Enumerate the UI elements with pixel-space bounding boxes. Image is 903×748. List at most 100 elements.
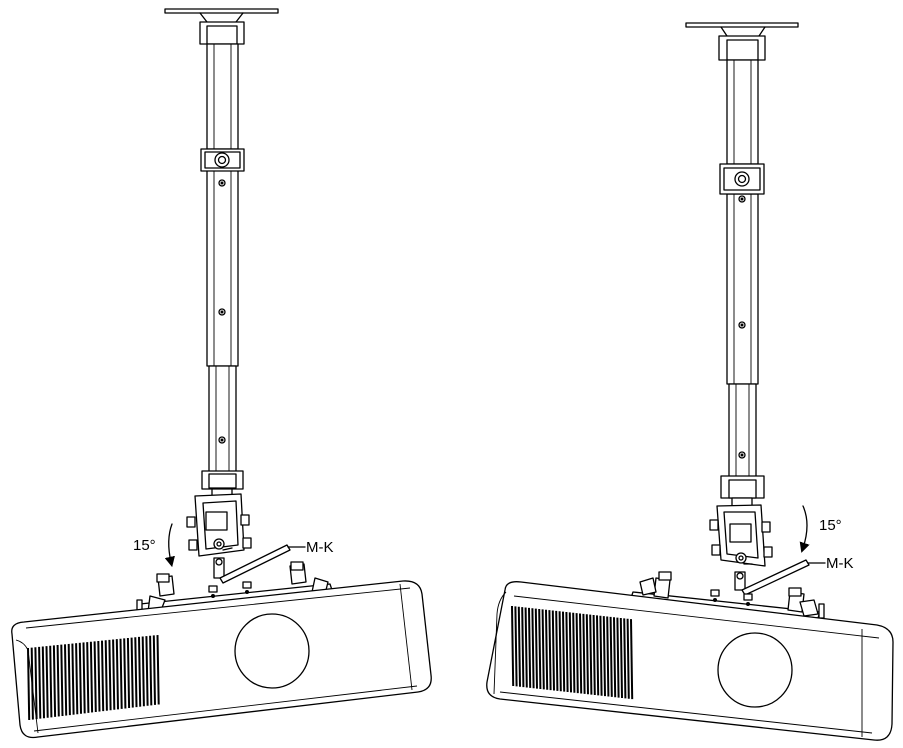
vent-slot xyxy=(115,639,119,710)
vent-slot xyxy=(592,614,596,695)
vent-slot xyxy=(538,608,542,690)
vent-slot xyxy=(589,614,593,695)
vent-slot xyxy=(585,614,589,695)
vent-slot xyxy=(101,640,105,712)
left-pole xyxy=(206,43,239,482)
right-assembly: 15° M-K xyxy=(486,22,894,741)
vent-slot xyxy=(555,610,559,691)
right-angle-label: 15° xyxy=(819,517,842,534)
vent-slot xyxy=(152,635,156,705)
left-ceiling-plate xyxy=(164,8,279,23)
vent-slot xyxy=(119,638,123,709)
vent-slot xyxy=(145,636,149,706)
vent-slot xyxy=(138,636,142,707)
vent-slot xyxy=(38,646,42,719)
vent-slot xyxy=(112,639,116,710)
right-tilt-plate xyxy=(709,504,773,591)
right-projector xyxy=(486,581,894,741)
vent-slot xyxy=(126,637,131,709)
left-top-bracket xyxy=(199,21,245,45)
vent-slot xyxy=(517,606,521,687)
vent-slot xyxy=(619,617,623,698)
left-height-clamp xyxy=(200,148,245,172)
left-pole-holes xyxy=(218,179,226,444)
vent-slot xyxy=(534,608,538,689)
vent-slot xyxy=(156,635,160,705)
vent-slot xyxy=(623,618,627,699)
right-top-bracket xyxy=(718,35,766,61)
vent-slot xyxy=(75,643,79,715)
left-tilt-plate xyxy=(186,493,252,579)
vent-slot xyxy=(630,619,634,700)
vent-slot xyxy=(565,611,569,692)
vent-slot xyxy=(141,636,145,707)
vent-slot xyxy=(521,607,525,688)
vent-slot xyxy=(606,616,610,697)
vent-slot xyxy=(60,644,64,717)
vent-slot xyxy=(56,645,60,717)
vent-slot xyxy=(541,609,545,690)
vent-slot xyxy=(86,642,90,713)
vent-slot xyxy=(123,638,127,709)
vent-slot xyxy=(45,646,49,718)
vent-slot xyxy=(67,643,71,716)
vent-slot xyxy=(528,607,532,688)
right-angle-indicator: 15° xyxy=(799,505,842,553)
vent-slot xyxy=(34,647,38,720)
right-pole xyxy=(726,59,759,487)
left-projector-vent xyxy=(27,635,160,721)
vent-slot xyxy=(626,618,630,699)
vent-slot xyxy=(149,635,153,706)
right-mk-callout: M-K xyxy=(807,555,854,572)
right-pole-holes xyxy=(738,195,746,459)
vent-slot xyxy=(596,615,600,696)
left-mk-lever xyxy=(219,544,291,584)
vent-slot xyxy=(71,643,75,715)
vent-slot xyxy=(613,617,617,698)
vent-slot xyxy=(97,640,101,712)
right-height-clamp xyxy=(719,163,765,195)
right-part-label: M-K xyxy=(826,555,854,572)
vent-slot xyxy=(49,645,53,718)
vent-slot xyxy=(52,645,57,717)
left-lower-bracket xyxy=(201,470,244,498)
vent-slot xyxy=(30,647,34,720)
vent-slot xyxy=(572,612,576,693)
vent-slot xyxy=(551,610,555,691)
vent-slot xyxy=(609,616,613,697)
right-lower-bracket xyxy=(720,475,765,507)
vent-slot xyxy=(524,607,528,688)
vent-slot xyxy=(130,637,134,708)
vent-slot xyxy=(93,641,97,713)
vent-slot xyxy=(602,616,606,697)
vent-slot xyxy=(545,609,549,690)
vent-slot xyxy=(548,610,552,691)
left-part-label: M-K xyxy=(306,539,334,556)
vent-slot xyxy=(562,611,566,692)
vent-slot xyxy=(104,640,108,711)
vent-slot xyxy=(616,617,620,698)
vent-slot xyxy=(599,615,603,696)
left-angle-indicator: 15° xyxy=(133,523,175,568)
vent-slot xyxy=(78,642,82,714)
vent-slot xyxy=(579,613,583,694)
vent-slot xyxy=(89,641,94,713)
left-projector xyxy=(11,580,432,739)
left-mk-callout: M-K xyxy=(287,539,334,556)
vent-slot xyxy=(511,605,515,687)
vent-slot xyxy=(558,611,562,692)
vent-slot xyxy=(134,637,138,708)
right-mk-lever xyxy=(741,559,810,596)
left-assembly: 15° M-K xyxy=(11,8,432,739)
vent-slot xyxy=(568,612,572,693)
vent-slot xyxy=(582,613,586,694)
vent-slot xyxy=(82,642,86,714)
vent-slot xyxy=(531,608,535,689)
vent-slot xyxy=(108,639,112,711)
vent-slot xyxy=(41,646,45,719)
right-ceiling-plate xyxy=(685,22,799,37)
left-angle-label: 15° xyxy=(133,537,156,554)
right-projector-vent xyxy=(511,605,634,700)
vent-slot xyxy=(514,606,518,687)
